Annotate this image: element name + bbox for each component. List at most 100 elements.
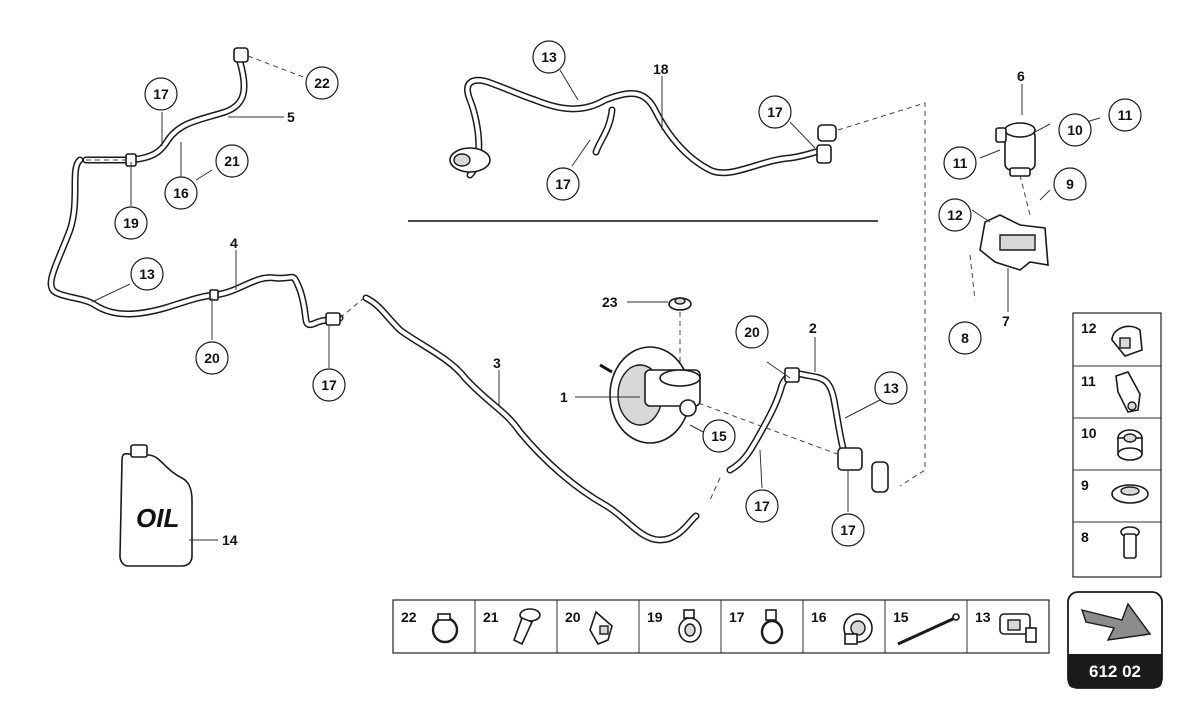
hose-clamp-22-icon <box>431 613 459 644</box>
callout-17-e: 17 <box>745 489 779 523</box>
clip-12-icon <box>1111 325 1143 357</box>
svg-text:11: 11 <box>953 155 968 171</box>
svg-text:13: 13 <box>883 380 899 396</box>
legend-bottom-15: 15 <box>893 609 909 625</box>
callout-16: 16 <box>164 176 198 210</box>
hose-3 <box>362 294 700 544</box>
oil-bottle-icon: OIL <box>119 444 193 567</box>
svg-text:15: 15 <box>711 428 727 444</box>
svg-text:13: 13 <box>139 266 155 282</box>
svg-text:16: 16 <box>173 185 189 201</box>
legend-side-12: 12 <box>1081 320 1097 336</box>
oil-label: OIL <box>136 503 179 533</box>
hose-4 <box>47 156 344 329</box>
brake-booster <box>599 346 701 444</box>
callout-17-f: 17 <box>831 513 865 547</box>
legend-side-10: 10 <box>1081 425 1097 441</box>
svg-text:20: 20 <box>204 350 220 366</box>
side-legend: 12 11 10 9 8 <box>1072 312 1162 578</box>
bottom-legend: 22 21 20 19 17 16 15 13 <box>392 599 1050 654</box>
callout-20-left: 20 <box>195 341 229 375</box>
grommet-9-icon <box>1111 484 1149 504</box>
reservoir-cap <box>668 297 692 311</box>
callout-8: 8 <box>948 321 982 355</box>
callout-9: 9 <box>1053 167 1087 201</box>
svg-text:12: 12 <box>947 207 963 223</box>
svg-text:19: 19 <box>123 215 139 231</box>
legend-side-9: 9 <box>1081 477 1089 493</box>
legend-bottom-22: 22 <box>401 609 417 625</box>
dashed-connections <box>86 55 1031 501</box>
svg-text:17: 17 <box>153 86 169 102</box>
legend-bottom-19: 19 <box>647 609 663 625</box>
callout-5: 5 <box>287 109 295 125</box>
circle-callouts: 13 22 17 21 16 19 13 20 17 17 17 20 13 1… <box>114 40 1142 547</box>
callout-17-b: 17 <box>312 368 346 402</box>
clip-20-icon <box>589 610 613 646</box>
svg-text:17: 17 <box>840 522 856 538</box>
callout-2: 2 <box>809 320 817 336</box>
callout-1: 1 <box>560 389 568 405</box>
hose-clamp-17-icon <box>760 609 784 645</box>
legend-side-11: 11 <box>1081 373 1096 389</box>
plain-callouts: 1 2 3 4 5 6 7 14 18 23 <box>222 61 1025 548</box>
clip-19-icon <box>678 609 702 643</box>
svg-text:21: 21 <box>224 153 240 169</box>
clamp-11-icon <box>1115 371 1141 413</box>
callout-17-d: 17 <box>546 167 580 201</box>
callout-17-c: 17 <box>758 95 792 129</box>
legend-bottom-17: 17 <box>729 609 745 625</box>
clip-13-icon <box>999 613 1037 643</box>
legend-bottom-13: 13 <box>975 609 991 625</box>
callout-7: 7 <box>1002 313 1010 329</box>
svg-text:17: 17 <box>555 176 571 192</box>
callout-23: 23 <box>602 294 618 310</box>
callout-13-right: 13 <box>874 371 908 405</box>
callout-13-top: 13 <box>532 40 566 74</box>
callout-12: 12 <box>938 198 972 232</box>
svg-text:10: 10 <box>1067 122 1083 138</box>
bolt-8-icon <box>1120 526 1140 559</box>
callout-11-right: 11 <box>1108 98 1142 132</box>
svg-text:17: 17 <box>767 104 783 120</box>
callout-13-left: 13 <box>130 257 164 291</box>
callout-19: 19 <box>114 206 148 240</box>
page-badge: 612 02 <box>1067 591 1163 689</box>
svg-text:11: 11 <box>1118 107 1133 123</box>
vacuum-pump <box>995 122 1036 177</box>
callout-21: 21 <box>215 144 249 178</box>
svg-text:13: 13 <box>541 49 557 65</box>
svg-text:22: 22 <box>314 75 330 91</box>
svg-text:8: 8 <box>961 330 969 346</box>
svg-text:17: 17 <box>754 498 770 514</box>
callout-22: 22 <box>305 66 339 100</box>
callout-18: 18 <box>653 61 669 77</box>
hose-2 <box>726 367 889 493</box>
callout-4: 4 <box>230 235 238 251</box>
callout-6: 6 <box>1017 68 1025 84</box>
legend-bottom-21: 21 <box>483 609 499 625</box>
screw-21-icon <box>513 608 541 646</box>
svg-text:17: 17 <box>321 377 337 393</box>
callout-10: 10 <box>1058 113 1092 147</box>
callout-14: 14 <box>222 532 238 548</box>
callout-11-left: 11 <box>943 146 977 180</box>
nut-10-icon <box>1117 429 1143 461</box>
callout-17-a: 17 <box>144 77 178 111</box>
next-page-arrow-icon[interactable] <box>1080 602 1152 641</box>
stud-15-icon <box>897 613 960 646</box>
legend-bottom-20: 20 <box>565 609 581 625</box>
page-number: 612 02 <box>1089 662 1141 681</box>
hose-18 <box>449 76 837 179</box>
leader-lines <box>91 69 1101 541</box>
callout-15: 15 <box>702 419 736 453</box>
clip-16-icon <box>843 613 873 645</box>
legend-side-8: 8 <box>1081 529 1089 545</box>
legend-bottom-16: 16 <box>811 609 827 625</box>
callout-3: 3 <box>493 355 501 371</box>
pump-bracket <box>979 214 1049 271</box>
svg-text:20: 20 <box>744 324 760 340</box>
svg-text:9: 9 <box>1066 176 1074 192</box>
callout-20-right: 20 <box>735 315 769 349</box>
